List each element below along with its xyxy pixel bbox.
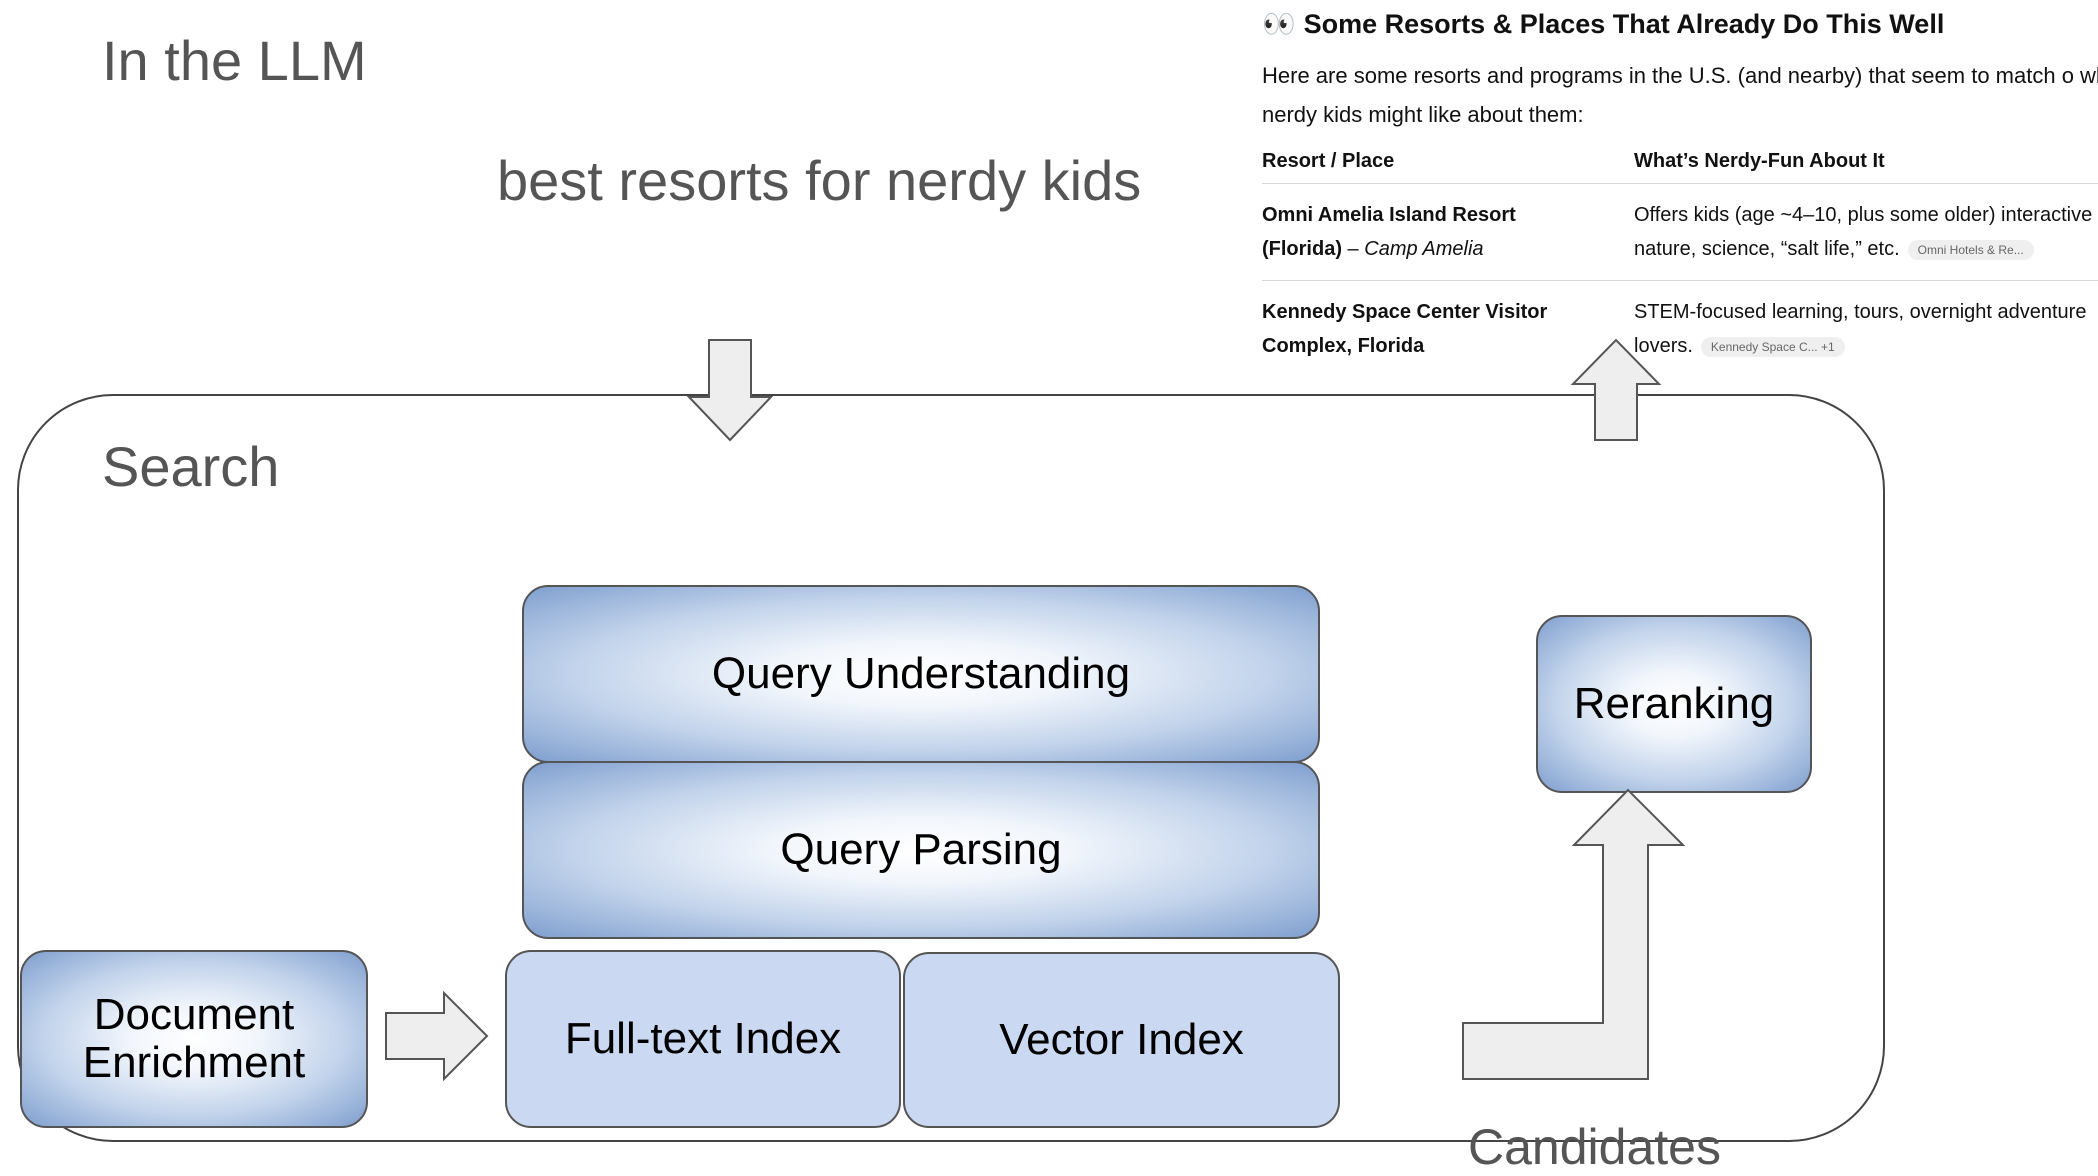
- row1-desc-line2: nature, science, “salt life,” etc.: [1634, 238, 1900, 260]
- query-understanding-label: Query Understanding: [711, 648, 1131, 698]
- row1-desc-line1: Offers kids (age ~4–10, plus some older)…: [1634, 204, 2093, 226]
- vector-index-label: Vector Index: [999, 1015, 1244, 1064]
- fulltext-index-label: Full-text Index: [564, 1014, 842, 1063]
- row1-place-sep: –: [1342, 238, 1365, 260]
- row-divider: [1262, 280, 2098, 281]
- header-divider: [1262, 183, 2098, 184]
- row2-desc: STEM-focused learning, tours, overnight …: [1634, 295, 2086, 363]
- row2-place-name: Kennedy Space Center Visitor: [1262, 301, 1548, 323]
- answer-intro: Here are some resorts and programs in th…: [1262, 63, 2098, 127]
- column-header-place: Resort / Place: [1262, 150, 1395, 172]
- answer-heading: 👀Some Resorts & Places That Already Do T…: [1262, 8, 1944, 40]
- eyes-icon: 👀: [1262, 9, 1296, 39]
- document-enrichment-label-line1: Document: [93, 989, 295, 1039]
- query-text: best resorts for nerdy kids: [497, 149, 1142, 212]
- results-up-arrow: [1570, 338, 1662, 441]
- document-enrichment-label-line2: Enrichment: [82, 1038, 306, 1087]
- row2-desc-line1: STEM-focused learning, tours, overnight …: [1634, 301, 2087, 323]
- row1-place-name: Omni Amelia Island Resort: [1262, 204, 1516, 226]
- query-understanding-box: Query Understanding: [522, 585, 1320, 763]
- row2-place: Kennedy Space Center Visitor Complex, Fl…: [1262, 295, 1547, 363]
- search-label: Search: [102, 435, 280, 498]
- row2-desc-line2: lovers.: [1634, 335, 1693, 357]
- column-header-nerdy-fun: What’s Nerdy-Fun About It: [1634, 150, 1885, 172]
- query-down-arrow: [686, 339, 774, 442]
- row1-desc: Offers kids (age ~4–10, plus some older)…: [1634, 198, 2092, 266]
- candidates-up-arrow: [1462, 788, 1686, 1080]
- llm-answer-panel: 👀Some Resorts & Places That Already Do T…: [1262, 0, 2098, 370]
- document-enrichment-box: Document Enrichment: [20, 950, 368, 1128]
- row1-place-region: (Florida): [1262, 238, 1342, 260]
- row1-place: Omni Amelia Island Resort (Florida) – Ca…: [1262, 198, 1516, 266]
- row2-place-region: Complex, Florida: [1262, 335, 1425, 357]
- search-frame: [17, 394, 1885, 1142]
- row1-source-chip[interactable]: Omni Hotels & Re...: [1907, 239, 2034, 260]
- query-parsing-box: Query Parsing: [522, 761, 1320, 939]
- row2-source-chip[interactable]: Kennedy Space C... +1: [1700, 336, 1845, 357]
- reranking-label: Reranking: [1573, 678, 1775, 728]
- candidates-label: Candidates: [1468, 1119, 1721, 1175]
- reranking-box: Reranking: [1536, 615, 1812, 793]
- answer-heading-text: Some Resorts & Places That Already Do Th…: [1303, 9, 1945, 39]
- fulltext-index-box: Full-text Index: [505, 950, 901, 1128]
- vector-index-box: Vector Index: [903, 952, 1340, 1128]
- llm-title: In the LLM: [102, 29, 367, 92]
- query-parsing-label: Query Parsing: [780, 824, 1062, 874]
- enrichment-right-arrow: [385, 990, 489, 1082]
- row1-place-program: Camp Amelia: [1364, 238, 1484, 260]
